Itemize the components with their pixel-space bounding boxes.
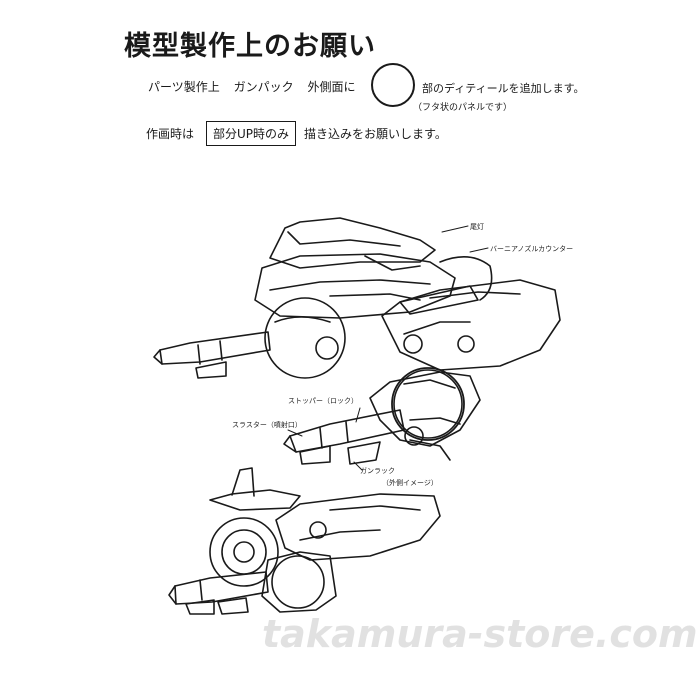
- line1-end: 部のディティールを追加します。: [422, 82, 585, 95]
- callout-d: ストッパー（ロック）: [288, 397, 358, 405]
- watermark: takamura-store.com: [262, 612, 698, 656]
- callout-c: スラスター（噴射口）: [232, 421, 302, 429]
- line1-right: 外側面に: [307, 80, 356, 94]
- upper-unit-drawing: [153, 217, 561, 379]
- callout-a: 尾灯: [470, 223, 484, 231]
- line1-note: （フタ状のパネルです）: [413, 103, 513, 113]
- middle-unit-drawing: [283, 369, 481, 465]
- instruction-line-1: パーツ製作上 ガンパック 外側面に: [148, 78, 365, 95]
- callout-b: バーニアノズルカウンター: [490, 245, 574, 253]
- callout-f: （外側イメージ）: [382, 479, 438, 487]
- instruction-line-2: 作画時は 部分UP時のみ 描き込みをお願いします。: [146, 121, 447, 146]
- line2-suffix: 描き込みをお願いします。: [304, 127, 447, 141]
- circle-detail-mark: [371, 63, 415, 107]
- line1-left: パーツ製作上: [148, 80, 220, 94]
- boxed-note: 部分UP時のみ: [206, 121, 297, 146]
- line1-mid: ガンパック: [233, 80, 294, 94]
- lower-unit-drawing: [168, 467, 441, 615]
- callout-e: ガンラック: [360, 467, 395, 475]
- line2-prefix: 作画時は: [146, 127, 195, 141]
- page-title: 模型製作上のお願い: [124, 31, 376, 62]
